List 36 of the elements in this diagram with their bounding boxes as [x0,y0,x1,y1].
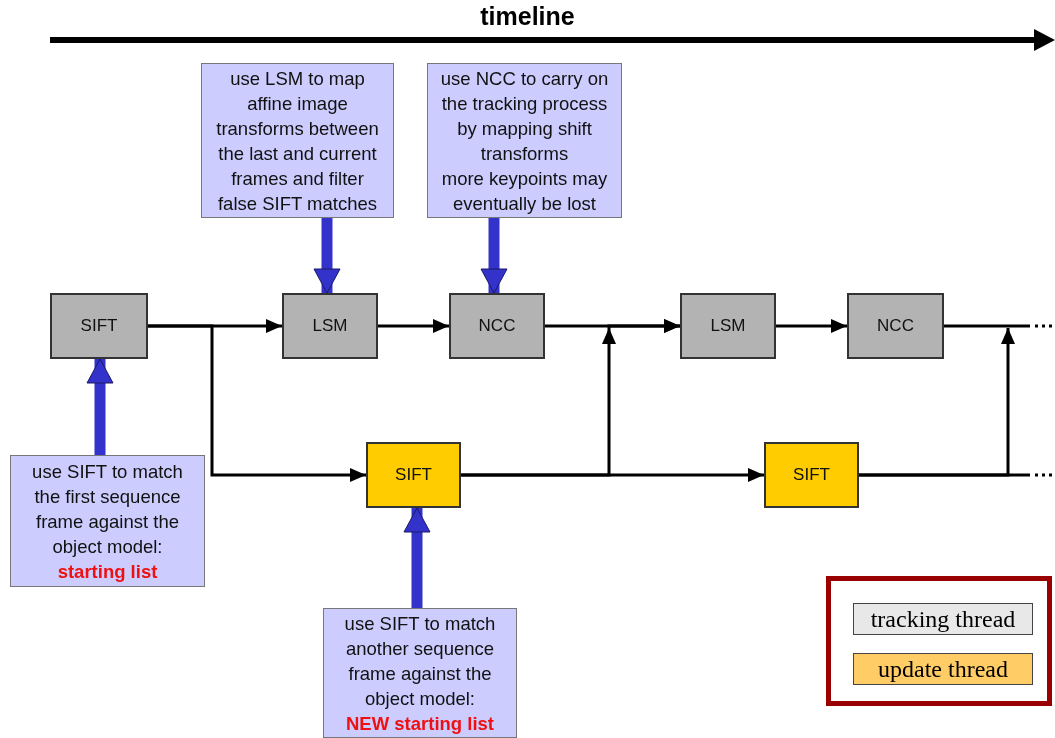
arrow [461,468,764,482]
note-text: use SIFT to match the first sequence frame against the object model: [31,459,184,559]
process-box [282,293,378,359]
box-label: SIFT [395,465,432,485]
box-label: NCC [478,316,516,336]
block-arrow [313,218,341,294]
arrow [378,319,449,333]
highlight-text: NEW starting list [346,711,494,736]
arrow [859,328,1015,477]
note-box [10,455,205,587]
block-arrow [86,358,114,455]
process-box [50,293,148,359]
process-box [680,293,776,359]
legend-label: tracking thread [870,605,1016,633]
process-box [764,442,859,508]
arrow [776,319,847,333]
highlight-text: starting list [57,559,158,584]
box-label: NCC [877,316,914,336]
timeline-title: timeline [480,2,575,31]
note-text: use SIFT to match another sequence frame against the object model: [343,611,497,711]
note-box [323,608,517,738]
box-label: LSM [710,316,746,336]
box-label: LSM [312,316,348,336]
note-box [201,63,394,218]
box-label: SIFT [80,316,118,336]
block-arrow [480,218,508,294]
process-box [847,293,944,359]
arrow [148,324,366,482]
box-label: SIFT [793,465,830,485]
process-box [366,442,461,508]
note-text: use LSM to map affine image transforms between the last and current frames and filter false SIFT matches [215,66,380,216]
block-arrow [403,507,431,608]
note-box [427,63,622,218]
note-text: more keypoints may eventually be lost [440,166,609,216]
legend-label: update thread [878,655,1008,683]
process-box [449,293,545,359]
